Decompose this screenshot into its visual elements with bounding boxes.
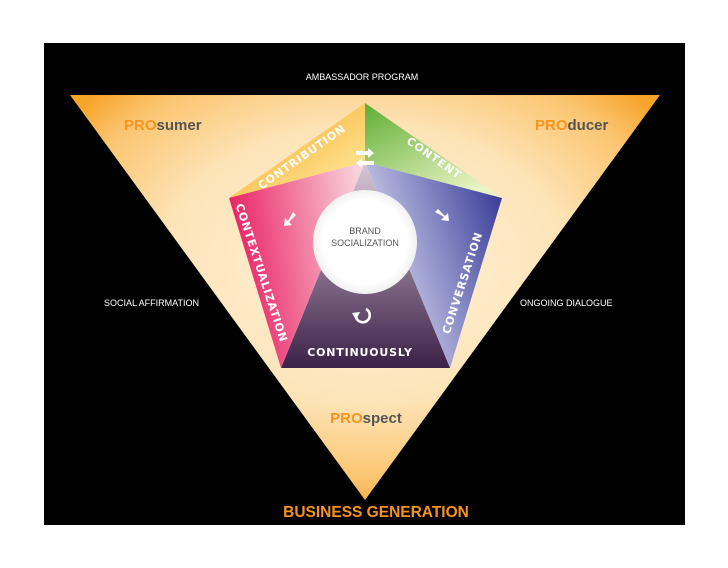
center-circle xyxy=(313,190,417,294)
segment-content xyxy=(365,103,502,198)
down-left-arrow-icon xyxy=(284,212,296,226)
swap-arrows-icon xyxy=(356,148,374,168)
segment-contribution xyxy=(229,103,365,198)
left-label: SOCIAL AFFIRMATION xyxy=(104,298,199,308)
label-producer: PROducer xyxy=(535,117,609,134)
refresh-icon xyxy=(352,307,372,324)
top-label: AMBASSADOR PROGRAM xyxy=(306,72,419,82)
bottom-label: BUSINESS GENERATION xyxy=(283,504,469,521)
down-right-arrow-icon xyxy=(435,209,449,221)
center-line-2: SOCIALIZATION xyxy=(331,238,399,248)
label-continuously: CONTINUOUSLY xyxy=(307,346,413,359)
center-line-1: BRAND xyxy=(349,226,381,236)
label-prosumer: PROsumer xyxy=(124,117,202,134)
label-prospect: PROspect xyxy=(330,410,402,427)
right-label: ONGOING DIALOGUE xyxy=(520,298,613,308)
